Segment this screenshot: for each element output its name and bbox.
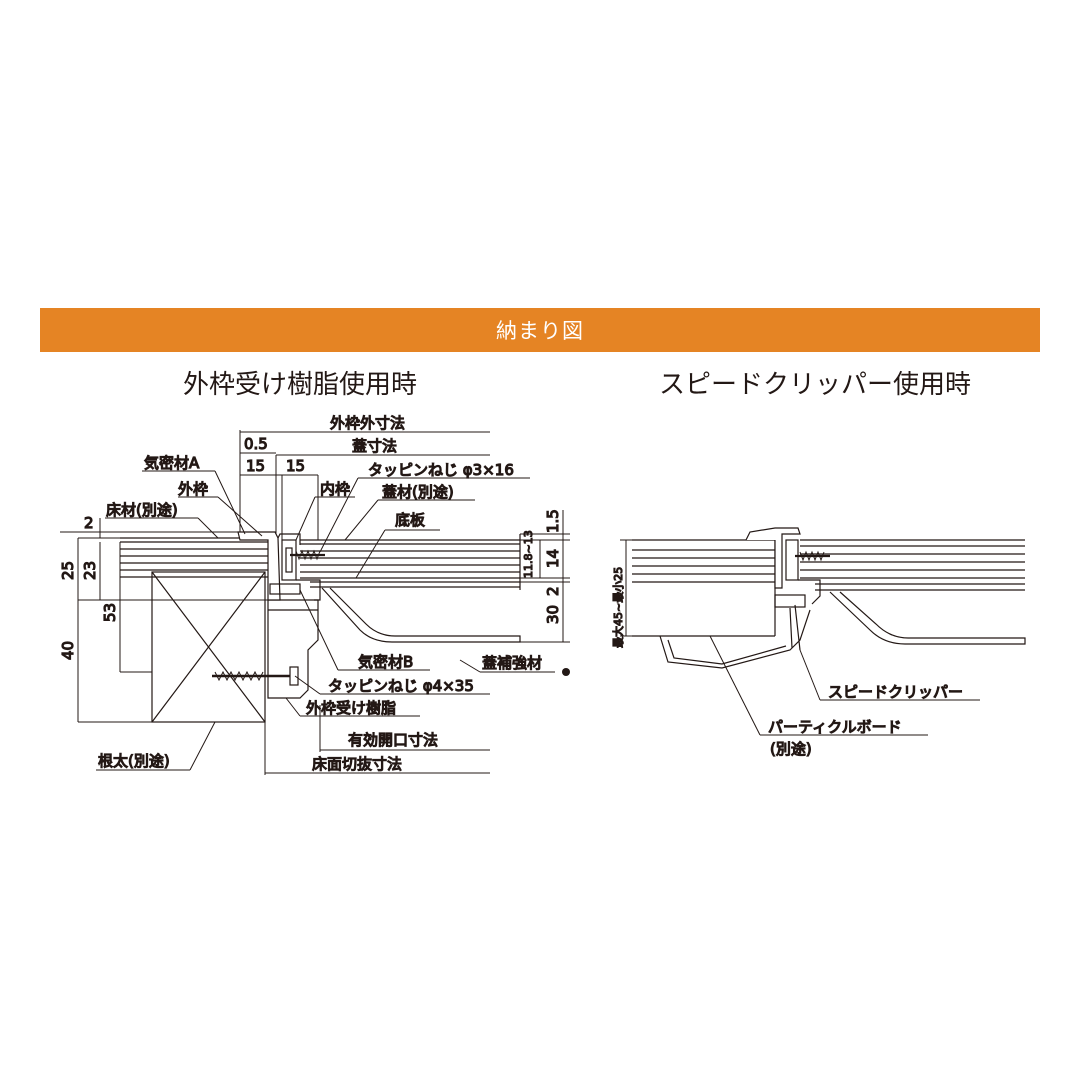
label-airtight-a: 気密材A [144,454,200,472]
label-dim-25: 25 [59,561,77,580]
right-lid-reinforcement [829,591,1026,645]
label-dim-53: 53 [101,603,119,622]
right-section-drawing: 最大45~最小25 スピードクリッパー パーティクルボード (別途) [610,527,1026,759]
label-dim-05: 0.5 [244,435,268,453]
label-effective-opening: 有効開口寸法 [348,731,438,749]
header-title: 納まり図 [496,319,584,343]
label-floor-cutout: 床面切抜寸法 [312,755,402,773]
right-lid-layers [800,539,1025,591]
speed-clipper [659,604,811,669]
label-dim-1-5: 1.5 [544,509,562,533]
label-dim-23: 23 [81,561,99,580]
header-banner: 納まり図 [40,308,1040,352]
label-tapping-screw-large: タッピンねじ φ4×35 [328,677,474,695]
lid-reinforcement [321,587,521,643]
right-outer-frame [745,527,801,589]
right-inner-frame [774,539,830,608]
left-section-drawing: 外枠外寸法 蓋寸法 0.5 15 15 気密材A 外枠 内枠 タッピンねじ φ3… [58,413,570,775]
lid-reinforcement-marker [562,668,570,676]
right-leader-lines [709,635,980,736]
label-airtight-b: 気密材B [358,653,413,671]
label-particle-board: パーティクルボード [768,718,902,736]
label-floor-material: 床材(別途) [106,501,178,519]
lid-material-layers [300,534,521,590]
left-leader-lines [96,470,555,771]
label-lid-material: 蓋材(別途) [382,483,454,501]
label-dim-30: 30 [544,605,562,624]
label-dim-14: 14 [544,549,562,568]
right-dimension [620,539,632,637]
floor-material-layers [120,537,278,578]
label-max-min: 最大45~最小25 [611,567,625,648]
left-diagram-title: 外枠受け樹脂使用時 [182,370,418,400]
large-screw [212,666,299,686]
label-dim-2-right: 2 [544,586,562,596]
right-dimension-lines [520,510,570,643]
label-dim-2-top: 2 [84,514,94,532]
joist [151,571,266,723]
outer-frame-resin-block [267,599,319,699]
left-dimension-lines [60,518,280,723]
label-tapping-screw-small: タッピンねじ φ3×16 [368,461,514,479]
inner-frame [269,539,325,601]
label-bottom-plate: 底板 [395,511,425,529]
label-speed-clipper: スピードクリッパー [828,683,963,701]
right-diagram-title: スピードクリッパー使用時 [658,370,972,400]
label-lid-dim: 蓋寸法 [352,437,397,455]
label-outer-frame-outer-dim: 外枠外寸法 [330,414,405,432]
label-joist: 根太(別途) [98,752,170,770]
label-particle-board-note: (別途) [770,740,812,758]
right-floor-layers [632,539,776,637]
label-dim-40: 40 [59,641,77,660]
label-dim-15a: 15 [246,457,265,475]
label-outer-frame-resin: 外枠受け樹脂 [306,699,396,717]
label-lid-reinforcement: 蓋補強材 [482,654,542,672]
label-dim-11-8-13: 11.8~13 [522,530,535,578]
label-outer-frame: 外枠 [178,480,208,498]
top-dimension-lines [239,430,490,540]
label-dim-15b: 15 [286,457,305,475]
bottom-dimension-lines [264,705,490,775]
label-inner-frame: 内枠 [320,480,350,498]
